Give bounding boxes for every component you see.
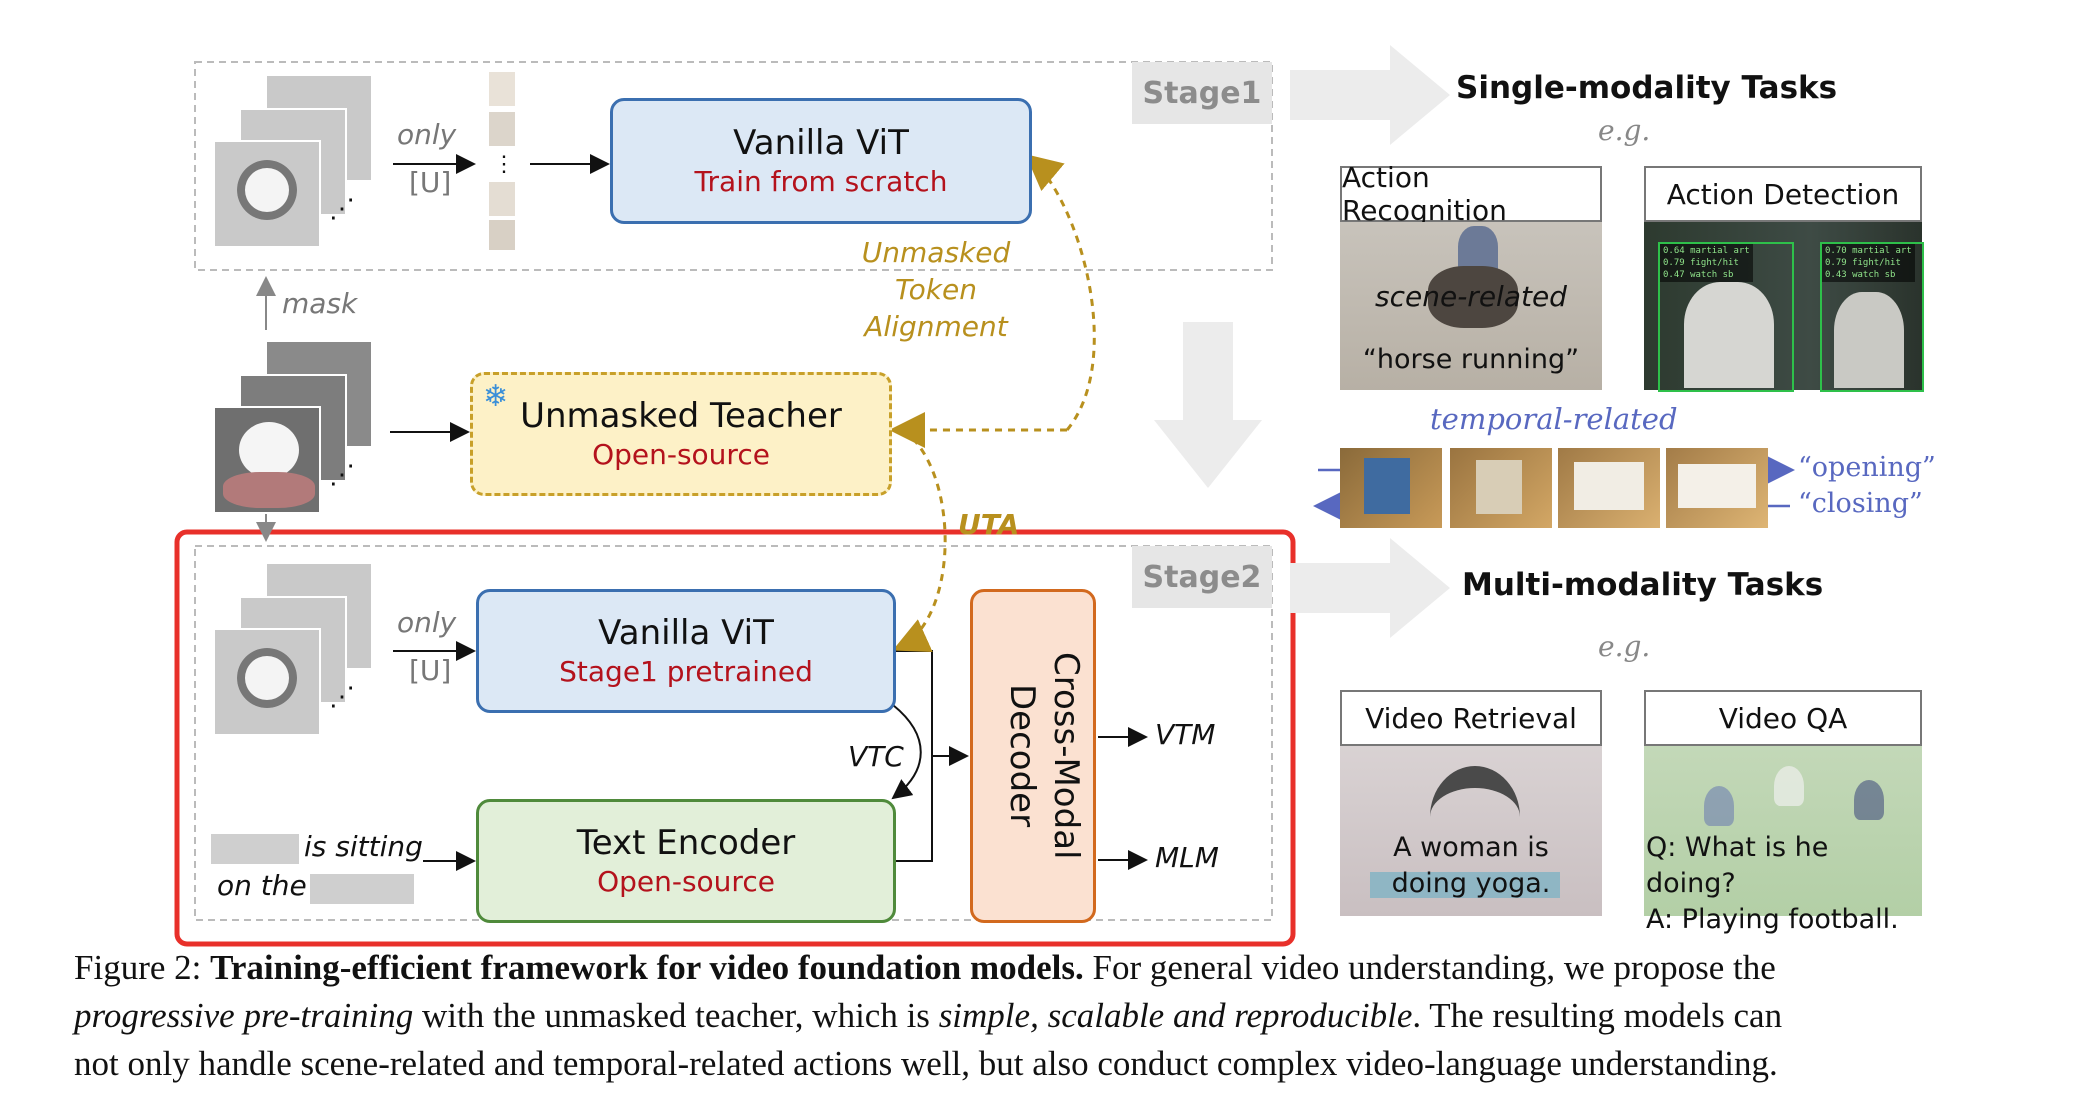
qa-answer: A: Playing football. — [1646, 904, 1899, 935]
caption-t1: For general video understanding, we prop… — [1083, 948, 1776, 987]
stage2-vit-box: Vanilla ViT Stage1 pretrained — [476, 589, 896, 713]
vtm-label: VTM — [1155, 718, 1216, 751]
middle-video-frames: ⋰ — [213, 340, 373, 515]
det-label2-2: 0.79 fight/hit — [1825, 258, 1901, 268]
stage1-only-label: only — [397, 118, 457, 151]
temporal-frame-2 — [1450, 448, 1552, 528]
stage2-highlight-frame — [174, 529, 1296, 947]
sentence-part2: on the — [217, 869, 307, 902]
decoder-title: Cross-Modal Decoder — [1002, 652, 1086, 860]
action-recognition-image: scene-related “horse running” — [1340, 222, 1602, 390]
stage2-container — [194, 545, 1273, 921]
temporal-frame-3 — [1558, 448, 1660, 528]
stage1-badge: Stage1 — [1132, 62, 1272, 124]
caption-line3: not only handle scene-related and tempor… — [74, 1044, 1778, 1083]
uta-line3: Alignment — [864, 310, 1008, 343]
retrieval-caption: A woman is doing yoga. — [1391, 832, 1551, 899]
det-label2-3: 0.43 watch sb — [1825, 270, 1896, 280]
temporal-frame-4 — [1666, 448, 1768, 528]
stage1-vit-title: Vanilla ViT — [733, 122, 909, 163]
mlm-label: MLM — [1155, 841, 1219, 874]
action-detection-label: Action Detection — [1644, 166, 1922, 222]
caption-t2: with the unmasked teacher, which is — [413, 996, 939, 1035]
video-qa-label: Video QA — [1644, 690, 1922, 746]
caption-bold: Training-efficient framework for video f… — [210, 948, 1084, 987]
uta-short-label: UTA — [958, 508, 1020, 541]
stage1-output-arrow — [1290, 45, 1450, 145]
mask-label: mask — [282, 287, 358, 320]
multi-modality-title: Multi-modality Tasks — [1462, 567, 1824, 603]
det-label-1: 0.64 martial art — [1663, 246, 1750, 256]
stage1-u-label: [U] — [409, 166, 452, 199]
masked-word-1 — [211, 834, 299, 864]
teacher-title: Unmasked Teacher — [520, 395, 842, 436]
stage1-vit-subtitle: Train from scratch — [694, 165, 948, 199]
text-encoder-subtitle: Open-source — [597, 865, 775, 899]
stage-transition-arrow — [1154, 322, 1262, 488]
stage2-vit-title: Vanilla ViT — [598, 612, 774, 653]
snowflake-icon: ❄ — [483, 379, 509, 414]
video-qa-image: Q: What is he doing? A: Playing football… — [1644, 746, 1922, 935]
stage1-unmasked-tokens: ⋮ — [489, 72, 515, 252]
single-modality-title: Single-modality Tasks — [1456, 70, 1838, 106]
masked-word-2 — [310, 874, 414, 904]
caption-t3: . The resulting models can — [1412, 996, 1783, 1035]
stage2-video-frames: ⋰ — [213, 562, 373, 737]
stage2-output-arrow — [1290, 538, 1450, 638]
scene-related-label: scene-related — [1375, 280, 1567, 313]
det-label2-1: 0.70 martial art — [1825, 246, 1912, 256]
action-recognition-label: Action Recognition — [1340, 161, 1602, 227]
stage2-u-label: [U] — [409, 654, 452, 687]
stage2-only-label: only — [397, 606, 457, 639]
stage1-container — [194, 61, 1273, 271]
uta-line1: Unmasked — [861, 236, 1011, 269]
stage1-video-frames: ⋰ — [213, 74, 373, 249]
temporal-related-label: temporal-related — [1430, 402, 1678, 436]
stage2-badge: Stage2 — [1132, 546, 1272, 608]
vtc-label: VTC — [848, 740, 904, 773]
caption-prefix: Figure 2: — [74, 948, 211, 987]
horse-running-label: “horse running” — [1362, 344, 1580, 375]
action-detection-image: 0.64 martial art 0.79 fight/hit 0.47 wat… — [1644, 222, 1924, 392]
unmasked-teacher-box: ❄ Unmasked Teacher Open-source — [470, 372, 892, 496]
caption-it2: simple, scalable and reproducible — [938, 996, 1413, 1035]
temporal-frame-1 — [1340, 448, 1442, 528]
stage2-vit-subtitle: Stage1 pretrained — [559, 655, 813, 689]
det-label-2: 0.79 fight/hit — [1663, 258, 1739, 268]
closing-label: “closing” — [1798, 488, 1923, 519]
teacher-subtitle: Open-source — [592, 438, 770, 472]
cross-modal-decoder-box: Cross-Modal Decoder — [970, 589, 1096, 923]
uta-label: Unmasked Token Alignment — [856, 234, 1016, 345]
eg-label-1: e.g. — [1598, 114, 1651, 147]
det-label-3: 0.47 watch sb — [1663, 270, 1734, 280]
text-encoder-title: Text Encoder — [576, 822, 796, 863]
opening-label: “opening” — [1798, 452, 1936, 483]
eg-label-2: e.g. — [1598, 630, 1651, 663]
video-retrieval-image: A woman is doing yoga. — [1340, 746, 1602, 916]
qa-question: Q: What is he doing? — [1646, 832, 1829, 899]
text-encoder-box: Text Encoder Open-source — [476, 799, 896, 923]
video-retrieval-label: Video Retrieval — [1340, 690, 1602, 746]
caption-it1: progressive pre-training — [74, 996, 414, 1035]
sentence-part1: is sitting — [304, 830, 423, 863]
uta-line2: Token — [895, 273, 977, 306]
figure-caption: Figure 2: Training-efficient framework f… — [74, 944, 2064, 1088]
stage1-vit-box: Vanilla ViT Train from scratch — [610, 98, 1032, 224]
